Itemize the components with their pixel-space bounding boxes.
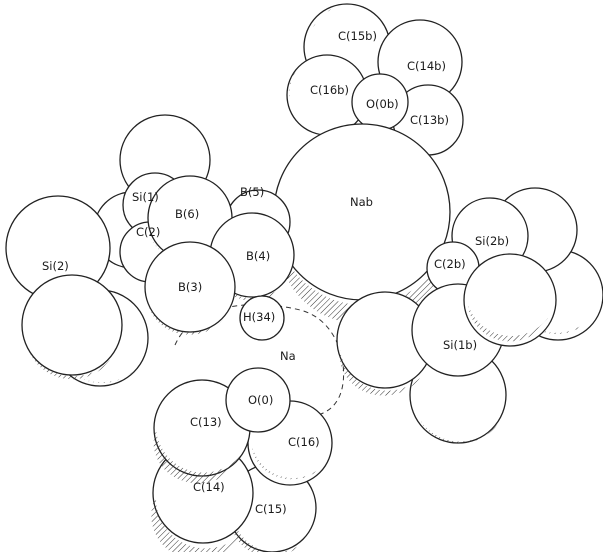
atom-si2-methyl-front <box>21 274 123 380</box>
atom-si1b-methyl-left <box>336 291 434 396</box>
label-c2: C(2) <box>136 225 160 239</box>
atom-h34 <box>239 295 285 341</box>
label-b4: B(4) <box>246 249 270 263</box>
label-na: Na <box>280 349 296 363</box>
atom-b3 <box>144 241 236 335</box>
label-si1: Si(1) <box>132 190 159 204</box>
label-b6: B(6) <box>175 207 199 221</box>
label-c13: C(13) <box>190 415 222 429</box>
label-c14: C(14) <box>193 480 225 494</box>
atom-nab <box>273 123 451 325</box>
label-c15: C(15) <box>255 502 287 516</box>
atom-o0 <box>225 367 291 433</box>
label-b5: B(5) <box>240 185 264 199</box>
label-nab: Nab <box>350 195 373 209</box>
label-h34: H(34) <box>243 310 275 324</box>
label-c14b: C(14b) <box>407 59 446 73</box>
label-c16: C(16) <box>288 435 320 449</box>
label-c15b: C(15b) <box>338 29 377 43</box>
label-si2: Si(2) <box>42 259 69 273</box>
label-b3: B(3) <box>178 280 202 294</box>
atom-si1b-methyl-right <box>463 253 557 347</box>
label-si1b: Si(1b) <box>443 338 477 352</box>
label-o0b: O(0b) <box>366 97 399 111</box>
label-c16b: C(16b) <box>310 83 349 97</box>
label-c13b: C(13b) <box>410 113 449 127</box>
label-c2b: C(2b) <box>434 257 466 271</box>
label-si2b: Si(2b) <box>475 234 509 248</box>
label-o0: O(0) <box>248 393 273 407</box>
